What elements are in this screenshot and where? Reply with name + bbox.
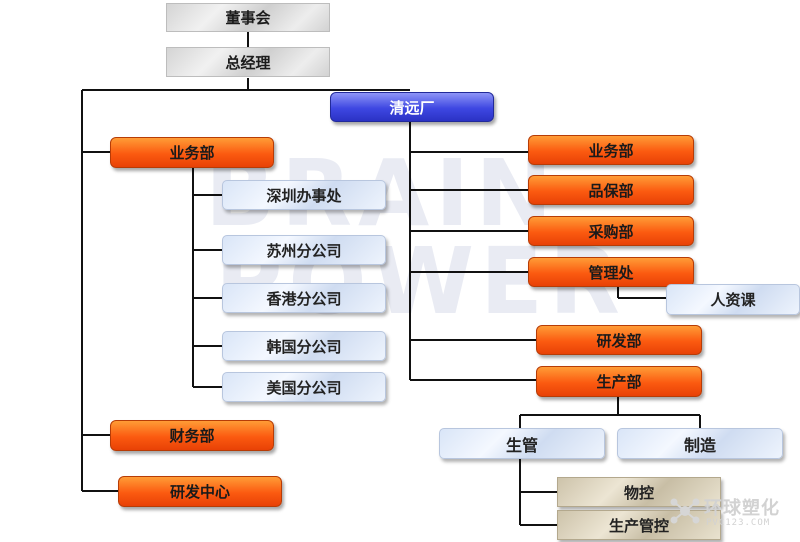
- logo-text: 环球塑化: [704, 498, 780, 519]
- node-purchasing-label: 采购部: [588, 222, 634, 241]
- node-suzhou-label: 苏州分公司: [266, 241, 342, 260]
- node-qingyuan: 清远厂: [330, 92, 494, 122]
- node-qa-label: 品保部: [588, 181, 634, 200]
- node-production: 生产部: [536, 366, 702, 397]
- node-production-label: 生产部: [596, 373, 642, 391]
- node-korea: 韩国分公司: [222, 331, 386, 361]
- node-hr-label: 人资课: [710, 291, 756, 309]
- node-right-business: 业务部: [528, 135, 694, 165]
- node-usa-label: 美国分公司: [266, 378, 342, 397]
- node-production-mgmt: 生管: [439, 428, 605, 459]
- site-logo: 环球塑化 PVC123.COM: [668, 492, 800, 536]
- node-hr: 人资课: [666, 284, 800, 315]
- node-material-control-label: 物控: [623, 483, 654, 502]
- node-finance: 财务部: [110, 420, 274, 451]
- node-suzhou: 苏州分公司: [222, 235, 386, 265]
- node-qingyuan-label: 清远厂: [389, 98, 435, 117]
- node-board: 董事会: [166, 3, 330, 32]
- node-production-control: 生产管控: [557, 510, 721, 540]
- node-qa: 品保部: [528, 175, 694, 205]
- node-manufacturing-label: 制造: [683, 435, 716, 455]
- node-rd-label: 研发部: [596, 331, 642, 350]
- node-rd: 研发部: [536, 325, 702, 355]
- node-hongkong-label: 香港分公司: [266, 289, 342, 308]
- node-left-business-label: 业务部: [169, 144, 215, 162]
- node-finance-label: 财务部: [169, 427, 215, 445]
- node-shenzhen: 深圳办事处: [222, 180, 386, 210]
- node-usa: 美国分公司: [222, 372, 386, 402]
- node-admin-label: 管理处: [588, 263, 634, 282]
- node-purchasing: 采购部: [528, 216, 694, 246]
- node-left-business: 业务部: [110, 137, 274, 168]
- node-gm-label: 总经理: [225, 53, 271, 72]
- logo-url: PVC123.COM: [706, 518, 771, 528]
- node-production-control-label: 生产管控: [608, 516, 669, 535]
- node-rd-center: 研发中心: [118, 476, 282, 507]
- molecule-icon: [670, 498, 700, 524]
- node-board-label: 董事会: [225, 9, 271, 27]
- node-hongkong: 香港分公司: [222, 283, 386, 313]
- node-manufacturing: 制造: [617, 428, 783, 459]
- node-rd-center-label: 研发中心: [169, 483, 230, 501]
- node-production-mgmt-label: 生管: [505, 435, 538, 455]
- node-right-business-label: 业务部: [588, 141, 634, 160]
- node-korea-label: 韩国分公司: [266, 337, 342, 356]
- node-gm: 总经理: [166, 47, 330, 77]
- node-shenzhen-label: 深圳办事处: [266, 186, 342, 205]
- node-admin: 管理处: [528, 257, 694, 287]
